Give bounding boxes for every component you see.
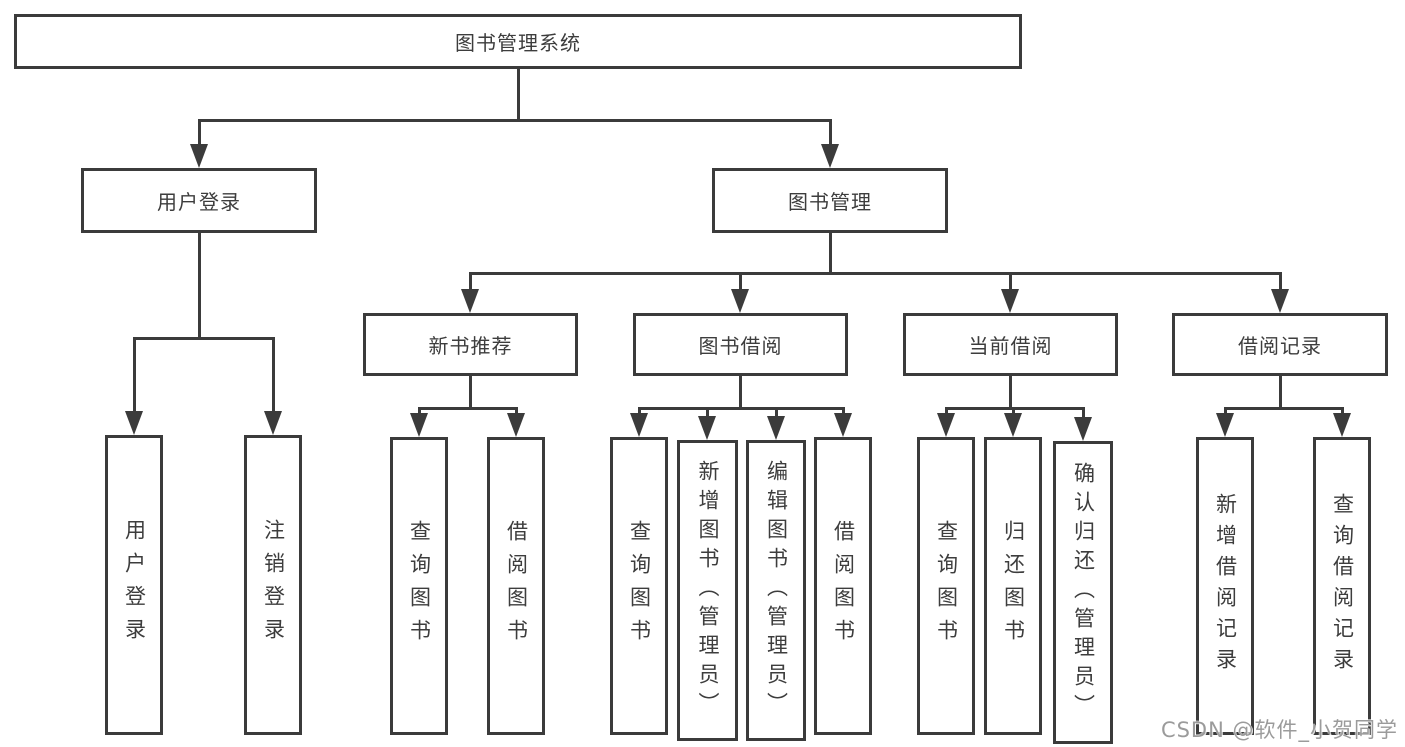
leaf-query-books-2: 查询图书 — [610, 437, 668, 735]
connector-drop-query-book-3 — [945, 407, 948, 415]
node-borrowing-records: 借阅记录 — [1172, 313, 1388, 376]
connector-book-mgmt-stub — [829, 233, 832, 272]
connector-drop-query-book-1 — [418, 407, 421, 415]
connector-drop-borrow-book-1 — [515, 407, 518, 415]
leaf-query-books-3: 查询图书 — [917, 437, 975, 735]
connector-drop-return-book — [1012, 407, 1015, 415]
arrow-into-query-record — [1333, 413, 1351, 437]
arrow-into-borrow-record — [1271, 289, 1289, 313]
node-book-management: 图书管理 — [712, 168, 948, 233]
arrow-into-query-book-3 — [937, 413, 955, 437]
watermark: CSDN @软件_小贺同学 — [1160, 718, 1398, 742]
leaf-borrow-books-1: 借阅图书 — [487, 437, 545, 735]
connector-level2-bar — [198, 119, 832, 122]
arrow-into-new-book-rec — [461, 289, 479, 313]
connector-new-book-rec-bar — [418, 407, 518, 410]
node-current-borrowing: 当前借阅 — [903, 313, 1118, 376]
leaf-edit-book-admin: 编辑图书（管理员） — [746, 440, 806, 741]
connector-current-borrow-stub — [1009, 376, 1012, 407]
connector-drop-edit-book — [775, 407, 778, 418]
connector-drop-query-record — [1341, 407, 1344, 415]
connector-borrow-record-bar — [1224, 407, 1344, 410]
connector-book-borrow-bar — [638, 407, 845, 410]
leaf-borrow-books-2-label: 借阅图书 — [831, 520, 856, 652]
arrow-into-edit-book — [767, 416, 785, 440]
leaf-return-books: 归还图书 — [984, 437, 1042, 735]
arrow-into-confirm-return — [1074, 417, 1092, 441]
arrow-into-leaf-logout — [264, 411, 282, 435]
connector-drop-user-login — [198, 119, 201, 147]
connector-root-stub — [517, 68, 520, 119]
connector-drop-current-borrow — [1009, 272, 1012, 291]
arrow-into-query-book-2 — [630, 413, 648, 437]
leaf-query-books-3-label: 查询图书 — [934, 520, 959, 652]
node-new-book-recommend-label: 新书推荐 — [428, 334, 513, 358]
leaf-borrow-books-2: 借阅图书 — [814, 437, 872, 735]
connector-level3-bar — [469, 272, 1282, 275]
leaf-add-borrow-record-label: 新增借阅记录 — [1213, 493, 1238, 679]
node-new-book-recommend: 新书推荐 — [363, 313, 578, 376]
leaf-query-books-1: 查询图书 — [390, 437, 448, 735]
connector-drop-leaf-user-login — [133, 337, 136, 413]
node-book-borrowing: 图书借阅 — [633, 313, 848, 376]
leaf-user-login-label: 用户登录 — [122, 519, 147, 651]
arrow-into-user-login — [190, 144, 208, 168]
connector-drop-add-record — [1224, 407, 1227, 415]
connector-book-borrow-stub — [739, 376, 742, 407]
connector-user-login-stub — [198, 233, 201, 337]
node-current-borrowing-label: 当前借阅 — [968, 334, 1053, 358]
leaf-return-books-label: 归还图书 — [1001, 520, 1026, 652]
arrow-into-return-book — [1004, 413, 1022, 437]
arrow-into-book-borrow — [731, 289, 749, 313]
leaf-logout-login: 注销登录 — [244, 435, 302, 735]
arrow-into-add-book — [698, 416, 716, 440]
leaf-confirm-return-admin: 确认归还（管理员） — [1053, 441, 1113, 744]
arrow-into-current-borrow — [1001, 289, 1019, 313]
connector-drop-borrow-book-2 — [842, 407, 845, 415]
leaf-query-borrow-record: 查询借阅记录 — [1313, 437, 1371, 735]
arrow-into-query-book-1 — [410, 413, 428, 437]
arrow-into-borrow-book-1 — [507, 413, 525, 437]
leaf-edit-book-admin-label: 编辑图书（管理员） — [764, 460, 789, 721]
leaf-query-borrow-record-label: 查询借阅记录 — [1330, 493, 1355, 679]
connector-drop-borrow-record — [1279, 272, 1282, 291]
arrow-into-leaf-user-login — [125, 411, 143, 435]
leaf-add-book-admin: 新增图书（管理员） — [677, 440, 738, 741]
connector-drop-add-book — [706, 407, 709, 418]
arrow-into-add-record — [1216, 413, 1234, 437]
connector-drop-book-borrow — [739, 272, 742, 291]
connector-drop-query-book-2 — [638, 407, 641, 415]
node-user-login: 用户登录 — [81, 168, 317, 233]
node-borrowing-records-label: 借阅记录 — [1238, 334, 1322, 358]
leaf-query-books-1-label: 查询图书 — [407, 520, 432, 652]
leaf-confirm-return-admin-label: 确认归还（管理员） — [1071, 462, 1096, 723]
leaf-logout-login-label: 注销登录 — [261, 519, 286, 651]
arrow-into-borrow-book-2 — [834, 413, 852, 437]
arrow-into-book-mgmt — [821, 144, 839, 168]
leaf-add-borrow-record: 新增借阅记录 — [1196, 437, 1254, 735]
node-library-management-system-label: 图书管理系统 — [455, 31, 581, 55]
connector-drop-new-book-rec — [469, 272, 472, 291]
connector-drop-leaf-logout — [272, 337, 275, 413]
connector-drop-book-mgmt — [829, 119, 832, 147]
connector-user-login-bar — [133, 337, 275, 340]
node-book-management-label: 图书管理 — [788, 190, 872, 214]
leaf-add-book-admin-label: 新增图书（管理员） — [696, 460, 720, 721]
connector-new-book-rec-stub — [469, 376, 472, 407]
leaf-user-login: 用户登录 — [105, 435, 163, 735]
node-library-management-system: 图书管理系统 — [14, 14, 1022, 69]
connector-borrow-record-stub — [1279, 376, 1282, 407]
connector-drop-confirm-return — [1082, 407, 1085, 419]
node-book-borrowing-label: 图书借阅 — [698, 334, 783, 358]
connector-current-borrow-bar — [945, 407, 1085, 410]
node-user-login-label: 用户登录 — [157, 190, 241, 214]
leaf-borrow-books-1-label: 借阅图书 — [504, 520, 529, 652]
leaf-query-books-2-label: 查询图书 — [627, 520, 652, 652]
